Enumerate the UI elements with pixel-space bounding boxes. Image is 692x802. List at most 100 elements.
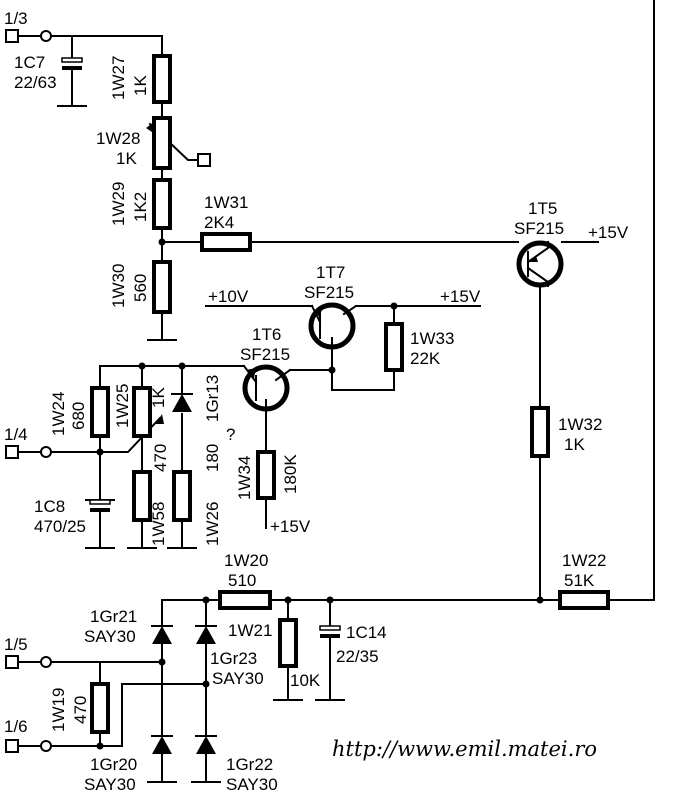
label-1w32-value: 1K	[564, 435, 585, 454]
diodes	[151, 393, 217, 754]
labels: 1/3 1C7 22/63 1W27 1K 1W28 1K 1W29 1K2 1…	[4, 9, 629, 794]
resistor-1w34	[256, 450, 276, 500]
label-1gr13-question: ?	[226, 425, 235, 444]
diode-1gr21	[151, 625, 173, 644]
terminal-ring	[40, 30, 52, 42]
label-1w26: 1W26	[203, 502, 222, 546]
pot-arrow-icon	[156, 414, 164, 424]
label-1w28-value: 1K	[116, 149, 137, 168]
terminal-ring	[40, 656, 52, 668]
terminal-wiper	[197, 153, 211, 167]
resistors	[90, 54, 610, 734]
label-1w28: 1W28	[96, 129, 140, 148]
label-1gr13: 1Gr13	[203, 375, 222, 422]
capacitor-1c7	[61, 57, 83, 70]
label-1w30: 1W30	[109, 264, 128, 308]
label-1gr21-value: SAY30	[84, 627, 136, 646]
label-1w29: 1W29	[109, 182, 128, 226]
label-1-3: 1/3	[4, 9, 28, 28]
label-1-4: 1/4	[4, 425, 28, 444]
resistor-1w20	[218, 590, 272, 610]
transistor-1t7	[308, 302, 358, 351]
label-1w31-value: 2K4	[204, 213, 234, 232]
terminal-1-4	[5, 445, 19, 459]
label-1gr23-value: SAY30	[212, 669, 264, 688]
label-1t5-value: SF215	[514, 219, 564, 238]
resistor-1w24	[90, 386, 110, 438]
terminals	[5, 29, 211, 753]
resistor-1w21	[278, 618, 298, 668]
label-1w24: 1W24	[49, 392, 68, 436]
diode-1gr20	[151, 735, 173, 754]
diode-1gr23	[195, 625, 217, 644]
capacitors	[61, 57, 341, 638]
label-1w19: 1W19	[49, 688, 68, 732]
label-1w58: 1W58	[149, 502, 168, 546]
label-plus10: +10V	[208, 287, 249, 306]
label-1c14: 1C14	[346, 623, 387, 642]
resistor-1w22	[558, 590, 610, 610]
label-1t7-value: SF215	[304, 283, 354, 302]
label-1w22-value: 51K	[564, 571, 595, 590]
potentiometer-1w25	[132, 386, 152, 438]
resistor-1w58	[132, 470, 152, 522]
resistor-1w31	[200, 232, 252, 252]
label-1w27: 1W27	[109, 56, 128, 100]
label-1c7-value: 22/63	[14, 73, 57, 92]
label-1w30-value: 560	[131, 274, 150, 302]
label-1w27-value: 1K	[131, 75, 150, 96]
diode-1gr13	[171, 393, 193, 412]
label-1gr23: 1Gr23	[210, 649, 257, 668]
label-plus15-1t5: +15V	[588, 223, 629, 242]
resistor-1w26	[172, 470, 192, 522]
label-1w21-value: 10K	[290, 671, 321, 690]
label-1w26-value: 180	[203, 444, 222, 472]
label-1w34: 1W34	[235, 456, 254, 500]
label-1w25: 1W25	[113, 384, 132, 428]
label-1w19-value: 470	[71, 696, 90, 724]
resistor-1w29	[152, 178, 172, 230]
label-1gr22: 1Gr22	[226, 755, 273, 774]
label-1w32: 1W32	[558, 415, 602, 434]
label-1c8-value: 470/25	[34, 517, 86, 536]
label-1w20: 1W20	[224, 551, 268, 570]
resistor-1w30	[152, 260, 172, 314]
label-1t7: 1T7	[316, 263, 345, 282]
label-1w34-value: 180K	[281, 454, 300, 494]
label-1c7: 1C7	[14, 53, 45, 72]
terminal-1-3	[5, 29, 19, 43]
capacitor-1c8	[89, 499, 111, 512]
label-1gr20-value: SAY30	[84, 775, 136, 794]
capacitor-1c14	[319, 625, 341, 638]
label-1w33: 1W33	[410, 329, 454, 348]
label-1w58-value: 470	[151, 444, 170, 472]
label-1-5: 1/5	[4, 635, 28, 654]
label-1t6-value: SF215	[240, 345, 290, 364]
terminal-1-6	[5, 739, 19, 753]
terminal-ring	[40, 740, 52, 752]
label-1c14-value: 22/35	[336, 647, 379, 666]
label-1w22: 1W22	[562, 551, 606, 570]
label-1t5: 1T5	[528, 199, 557, 218]
label-1w29-value: 1K2	[131, 192, 150, 222]
label-1gr21: 1Gr21	[90, 607, 137, 626]
label-1-6: 1/6	[4, 717, 28, 736]
resistor-1w27	[152, 54, 172, 104]
transistor-1t5	[516, 240, 564, 288]
label-1w24-value: 680	[69, 402, 88, 430]
label-1w31: 1W31	[204, 193, 248, 212]
resistor-1w32	[530, 406, 550, 458]
potentiometer-1w28	[152, 116, 172, 170]
transistors	[242, 240, 564, 412]
label-1w33-value: 22K	[410, 349, 441, 368]
source-url: http://www.emil.matei.ro	[332, 737, 597, 761]
resistor-1w33	[384, 322, 404, 372]
label-1w21: 1W21	[228, 621, 272, 640]
transistor-1t6	[242, 364, 292, 412]
label-1w20-value: 510	[228, 571, 256, 590]
label-1gr20: 1Gr20	[90, 755, 137, 774]
label-1c8: 1C8	[34, 497, 65, 516]
pot-arrow-icon	[146, 122, 154, 132]
label-1t6: 1T6	[252, 325, 281, 344]
